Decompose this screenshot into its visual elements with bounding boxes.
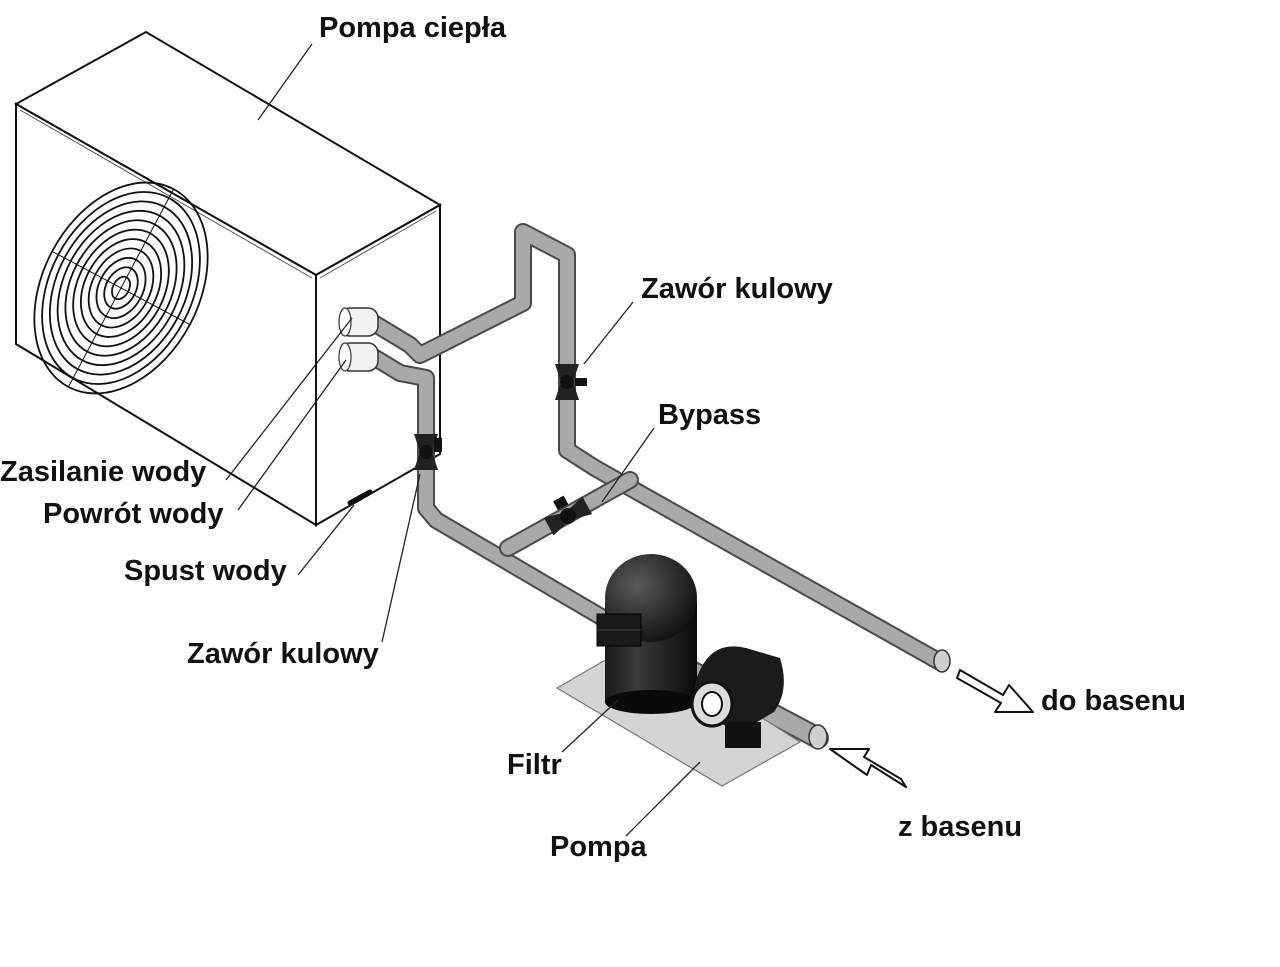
leader-valve-bottom xyxy=(381,473,421,643)
leader-valve-top xyxy=(583,301,634,365)
leader-heat-pump xyxy=(257,43,313,121)
leader-water-return xyxy=(237,359,347,511)
label-water-return: Powrót wody xyxy=(43,498,224,530)
leader-filter xyxy=(561,699,619,753)
label-heat-pump: Pompa ciepła xyxy=(319,12,506,44)
label-ball-valve-bottom: Zawór kulowy xyxy=(187,638,379,670)
label-pump: Pompa xyxy=(550,831,647,863)
leader-water-supply xyxy=(225,317,353,481)
leader-pump xyxy=(625,761,701,837)
leader-bypass xyxy=(601,427,655,503)
leader-water-drain xyxy=(297,504,355,576)
water-return-connector xyxy=(338,342,379,372)
flow-arrow-to-pool-icon xyxy=(956,669,1034,713)
heat-pump-unit xyxy=(13,30,443,527)
label-filter: Filtr xyxy=(507,749,562,781)
fan-grille-icon xyxy=(33,181,209,395)
label-water-drain: Spust wody xyxy=(124,555,287,587)
label-water-supply: Zasilanie wody xyxy=(0,456,207,488)
water-supply-connector xyxy=(338,307,379,337)
drain-plug xyxy=(347,489,373,506)
leader-lines xyxy=(225,43,701,837)
ball-valve-bottom-icon xyxy=(414,434,442,470)
flow-arrow-from-pool-icon xyxy=(829,748,907,788)
label-from-pool: z basenu xyxy=(898,811,1023,843)
sand-filter xyxy=(596,554,697,714)
circulation-pump xyxy=(690,646,784,748)
bypass-valve-icon xyxy=(543,495,593,536)
label-bypass: Bypass xyxy=(658,399,762,431)
ball-valve-top-icon xyxy=(555,364,587,400)
label-ball-valve-top: Zawór kulowy xyxy=(641,273,833,305)
label-to-pool: do basenu xyxy=(1041,685,1187,717)
